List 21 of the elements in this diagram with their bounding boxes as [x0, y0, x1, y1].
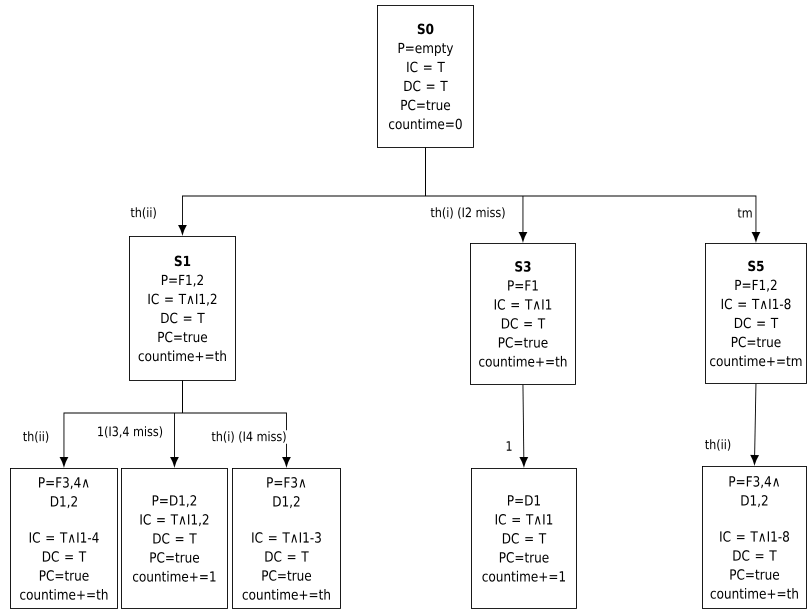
state-box: P=F3,4∧ D1,2 IC = T∧I1-8 DC = T PC=true countime+=th — [702, 466, 807, 609]
edge-label: th(ii) — [704, 438, 732, 452]
state-box: S1 P=F1,2 IC = T∧I1,2 DC = T PC=true countime+=th — [129, 236, 236, 381]
state-box: S5 P=F1,2 IC = T∧I1-8 DC = T PC=true countime+=tm — [705, 243, 807, 384]
state-box: S0 P=empty IC = T DC = T PC=true countime=0 — [377, 5, 474, 148]
edge-label: th(ii) — [129, 206, 158, 220]
edge-label: th(i) (I4 miss) — [210, 430, 288, 444]
state-box: P=D1 IC = T∧I1 DC = T PC=true countime+=1 — [471, 468, 577, 609]
arrow — [750, 383, 759, 465]
arrow — [520, 384, 528, 467]
arrow — [182, 380, 291, 467]
state-box: P=F3∧ D1,2 IC = T∧I1-3 DC = T PC=true countime+=th — [232, 468, 341, 609]
edge-label: 1 — [504, 440, 514, 452]
edge-label: tm — [736, 207, 754, 219]
edge-label: th(i) (I2 miss) — [429, 206, 507, 220]
arrow — [425, 147, 760, 242]
edge-label: 1(I3,4 miss) — [96, 425, 164, 439]
edge-label: th(ii) — [22, 430, 50, 444]
state-box: P=F3,4∧ D1,2 IC = T∧I1-4 DC = T PC=true countime+=th — [10, 468, 118, 609]
state-box: P=D1,2 IC = T∧I1,2 DC = T PC=true countime+=1 — [121, 468, 228, 609]
state-box: S3 P=F1 IC = T∧I1 DC = T PC=true countime+=th — [470, 243, 576, 385]
